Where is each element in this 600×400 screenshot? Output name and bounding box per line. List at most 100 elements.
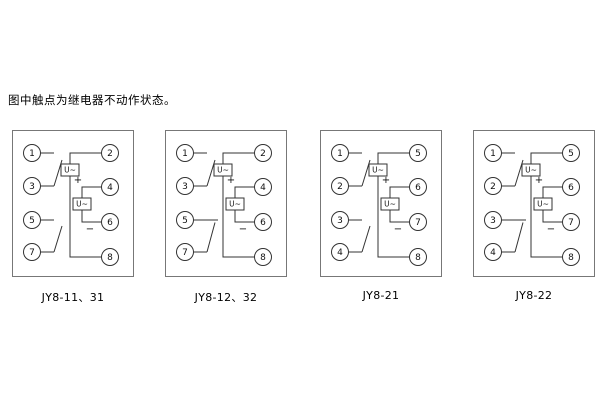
terminal: 7	[23, 243, 41, 261]
terminal: 1	[484, 144, 502, 162]
plus-sign: +	[382, 175, 390, 186]
svg-text:3: 3	[337, 216, 343, 226]
terminal: 4	[331, 243, 349, 261]
terminal: 8	[409, 248, 427, 266]
wire	[377, 176, 410, 258]
relay-schematic: U~ + U~ − 1 2 3 4 5 6 7 8	[473, 130, 595, 277]
terminal: 7	[562, 213, 580, 231]
wire	[389, 186, 410, 198]
terminal: 2	[484, 177, 502, 195]
contact-blade	[53, 225, 63, 253]
terminal: 5	[409, 144, 427, 162]
wire	[81, 210, 102, 223]
terminal: 6	[254, 213, 272, 231]
diagram-border	[12, 130, 134, 277]
diagram-caption: JY8-11、31	[41, 291, 105, 304]
svg-text:3: 3	[182, 182, 188, 192]
wire	[69, 152, 102, 164]
terminal: 8	[562, 248, 580, 266]
wire	[530, 152, 563, 164]
svg-text:6: 6	[568, 183, 574, 193]
voltage-element-label: U~	[217, 166, 229, 175]
relay-schematic: U~ + U~ − 1 3 5 7 2 4 6 8	[12, 130, 134, 277]
svg-text:1: 1	[182, 149, 188, 159]
voltage-element-label: U~	[229, 200, 241, 209]
wire	[81, 186, 102, 198]
svg-text:2: 2	[260, 149, 266, 159]
relay-schematic: U~ + U~ − 1 2 3 4 5 6 7 8	[320, 130, 442, 277]
svg-text:7: 7	[568, 218, 574, 228]
terminal: 4	[254, 178, 272, 196]
contact-blade	[361, 225, 371, 253]
diagram-jy8-11-31: U~ + U~ − 1 3 5 7 2 4 6 8 JY8-11、31	[12, 130, 134, 305]
svg-text:4: 4	[107, 183, 113, 193]
svg-text:5: 5	[182, 216, 188, 226]
svg-text:5: 5	[568, 149, 574, 159]
wire	[542, 210, 563, 223]
plus-sign: +	[74, 175, 82, 186]
wire	[542, 186, 563, 198]
svg-text:2: 2	[107, 149, 113, 159]
terminal: 2	[254, 144, 272, 162]
voltage-element-label: U~	[537, 200, 549, 209]
diagram-caption: JY8-22	[515, 289, 553, 302]
svg-text:1: 1	[29, 149, 35, 159]
voltage-element-label: U~	[525, 166, 537, 175]
terminal: 6	[562, 178, 580, 196]
diagram-border	[320, 130, 442, 277]
svg-text:5: 5	[415, 149, 421, 159]
wire	[389, 210, 410, 223]
minus-sign: −	[394, 224, 402, 235]
voltage-element-label: U~	[372, 166, 384, 175]
minus-sign: −	[86, 224, 94, 235]
plus-sign: +	[227, 175, 235, 186]
diagram-jy8-21: U~ + U~ − 1 2 3 4 5 6 7 8 JY8-21	[320, 130, 442, 302]
diagram-jy8-22: U~ + U~ − 1 2 3 4 5 6 7 8 JY8-22	[473, 130, 595, 302]
terminal: 3	[331, 211, 349, 229]
svg-text:5: 5	[29, 216, 35, 226]
wire	[377, 152, 410, 164]
terminal: 7	[176, 243, 194, 261]
svg-text:7: 7	[182, 248, 188, 258]
svg-text:8: 8	[415, 253, 421, 263]
terminal: 2	[101, 144, 119, 162]
terminal: 4	[484, 243, 502, 261]
wire	[222, 176, 255, 258]
svg-text:6: 6	[260, 218, 266, 228]
voltage-element-label: U~	[76, 200, 88, 209]
svg-text:4: 4	[490, 248, 496, 258]
svg-text:3: 3	[490, 216, 496, 226]
svg-text:4: 4	[260, 183, 266, 193]
plus-sign: +	[535, 175, 543, 186]
terminal: 4	[101, 178, 119, 196]
terminal: 2	[331, 177, 349, 195]
terminal: 3	[484, 211, 502, 229]
svg-text:1: 1	[337, 149, 343, 159]
terminal: 8	[254, 248, 272, 266]
svg-text:6: 6	[107, 218, 113, 228]
contact-blade	[514, 222, 524, 253]
svg-text:2: 2	[337, 182, 343, 192]
contact-blade	[206, 222, 216, 253]
svg-text:4: 4	[337, 248, 343, 258]
svg-text:2: 2	[490, 182, 496, 192]
diagram-jy8-12-32: U~ + U~ − 1 3 5 7 2 4 6 8 JY8-12、32	[165, 130, 287, 305]
terminal: 1	[23, 144, 41, 162]
terminal: 1	[331, 144, 349, 162]
terminal: 5	[176, 211, 194, 229]
diagram-border	[165, 130, 287, 277]
terminal: 5	[562, 144, 580, 162]
diagram-caption: JY8-12、32	[194, 291, 258, 304]
svg-text:8: 8	[568, 253, 574, 263]
minus-sign: −	[239, 224, 247, 235]
wire	[69, 176, 102, 258]
svg-text:7: 7	[29, 248, 35, 258]
svg-text:7: 7	[415, 218, 421, 228]
svg-text:6: 6	[415, 183, 421, 193]
note-text: 图中触点为继电器不动作状态。	[8, 93, 176, 107]
terminal: 3	[176, 177, 194, 195]
wire	[234, 186, 255, 198]
wire	[234, 210, 255, 223]
svg-text:1: 1	[490, 149, 496, 159]
